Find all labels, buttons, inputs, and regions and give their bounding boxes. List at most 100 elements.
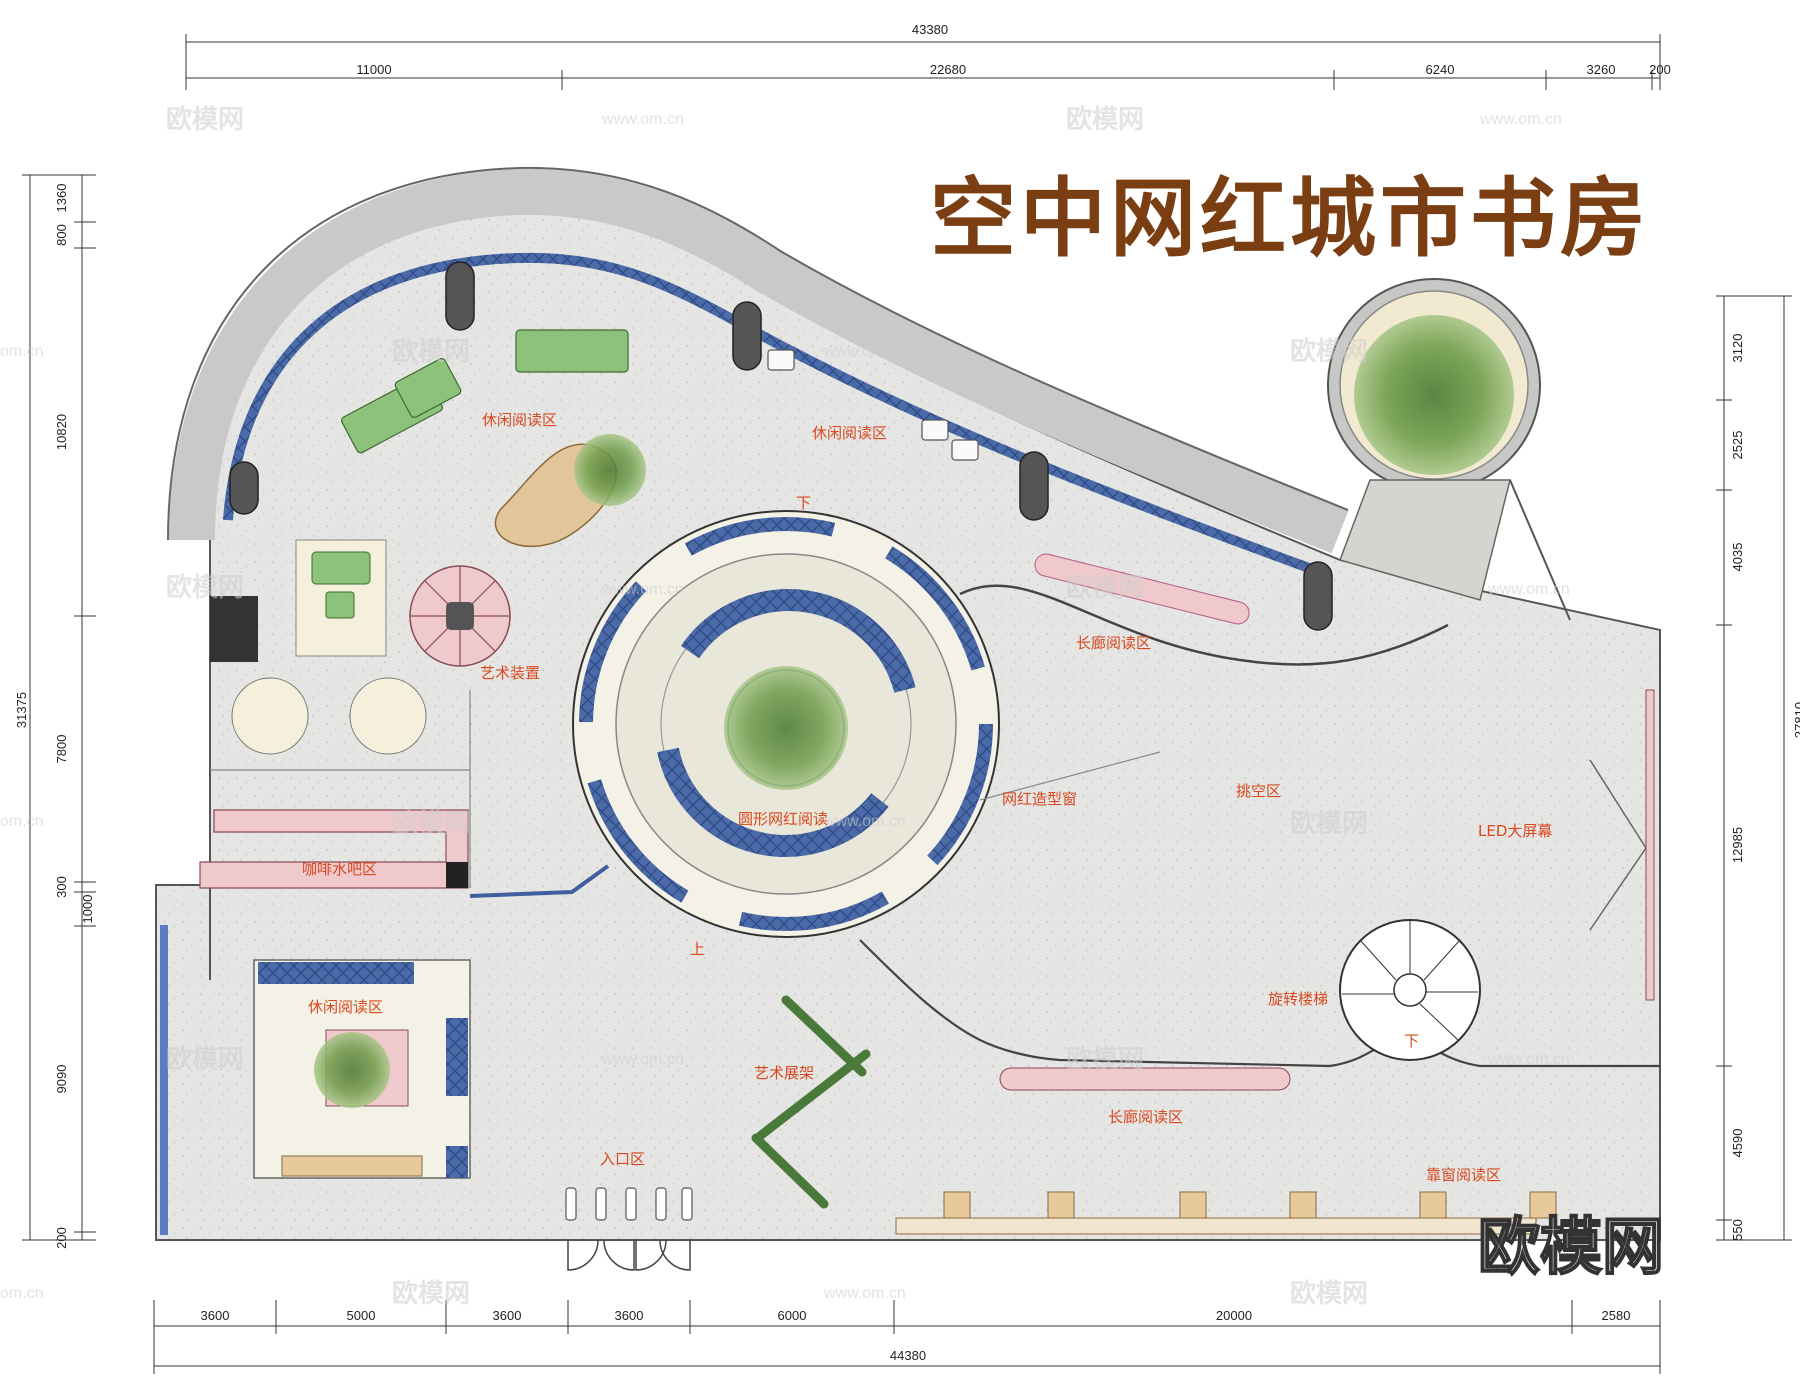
zone-art-shelf: 艺术展架 <box>754 1064 814 1082</box>
circular-bench-lower <box>657 747 889 857</box>
coffee-bar-end <box>446 862 468 888</box>
watermark-url: www.om.cn <box>601 581 684 598</box>
right-dim-3: 4035 <box>1730 543 1745 572</box>
zone-atrium: 挑空区 <box>1236 782 1281 800</box>
watermark-brand: 欧模网 <box>166 104 244 135</box>
bottom-dim-3: 3600 <box>493 1308 522 1323</box>
watermark-brand: 欧模网 <box>392 336 470 367</box>
zone-art-installation: 艺术装置 <box>480 664 540 682</box>
curved-facade-edge <box>167 166 1349 541</box>
entrance-gates <box>565 1187 693 1221</box>
art-installation-core <box>446 602 474 630</box>
zone-leisure-reading-1: 休闲阅读区 <box>482 411 557 429</box>
watermark-brand: 欧模网 <box>1066 1044 1144 1075</box>
left-total-dim: 31375 <box>14 692 29 728</box>
upper-corridor-counter <box>1034 553 1250 625</box>
watermark-brand: 欧模网 <box>1290 1278 1368 1309</box>
reading-room-tree <box>314 1032 390 1108</box>
top-dim-2: 22680 <box>930 62 966 77</box>
watermark-brand: 欧模网 <box>1066 572 1144 603</box>
zone-leisure-reading-3: 休闲阅读区 <box>308 998 383 1016</box>
entrance-doors <box>567 1239 691 1271</box>
spiral-stair-core <box>1393 973 1427 1007</box>
bottom-dim-1: 3600 <box>201 1308 230 1323</box>
zone-feature-window: 网红造型窗 <box>1002 790 1077 808</box>
column <box>1019 451 1049 521</box>
watermark-url: www.om.cn <box>823 1285 906 1302</box>
right-dimensions <box>1716 295 1792 1241</box>
zone-spiral-stair: 旋转楼梯 <box>1268 990 1328 1008</box>
planter-connector <box>1339 479 1511 601</box>
bottom-dim-5: 6000 <box>778 1308 807 1323</box>
sofa <box>311 551 371 585</box>
watermark-url: www.om.cn <box>601 1051 684 1068</box>
watermark-brand: 欧模网 <box>1066 104 1144 135</box>
reading-room-bookcases <box>258 962 468 1178</box>
spiral-stair-treads <box>1342 920 1478 1041</box>
column <box>445 261 475 331</box>
art-shelf <box>751 995 871 1209</box>
watermark-url: www.om.cn <box>1487 1051 1570 1068</box>
curved-glass-facade <box>169 168 1349 554</box>
watermark-brand: 欧模网 <box>392 808 470 839</box>
top-dim-3: 6240 <box>1426 62 1455 77</box>
right-dim-1: 3120 <box>1730 334 1745 363</box>
dark-counter <box>210 596 258 662</box>
watermark-brand: 欧模网 <box>392 1278 470 1309</box>
column <box>229 461 259 515</box>
watermark-url: www.om.cn <box>823 343 906 360</box>
planter-tree <box>1354 315 1514 475</box>
watermark-brand: 欧模网 <box>1290 336 1368 367</box>
zone-corridor-reading-2: 长廊阅读区 <box>1108 1108 1183 1126</box>
side-tree <box>574 434 646 506</box>
green-study-desks <box>341 329 629 454</box>
watermark-brand: 欧模网 <box>166 572 244 603</box>
upper-corridor-wall <box>959 584 1449 666</box>
corner-watermark-logo: 欧模网 <box>1477 1209 1665 1284</box>
bottom-dim-6: 20000 <box>1216 1308 1252 1323</box>
columns <box>229 261 1333 631</box>
round-table-2 <box>349 677 427 755</box>
coffee-bar-counter <box>199 809 469 889</box>
watermark-url: www.om.cn <box>601 111 684 128</box>
bottom-total-dim: 44380 <box>890 1348 926 1363</box>
left-dim-5: 300 <box>54 876 69 898</box>
watermark-brand: 欧模网 <box>1290 808 1368 839</box>
circular-bench-upper <box>680 589 916 693</box>
central-tree <box>724 666 848 790</box>
atrium-diagonal <box>979 751 1161 801</box>
left-blue-wall <box>160 925 168 1235</box>
bottom-dim-2: 5000 <box>347 1308 376 1323</box>
watermark-url-short: om.cn <box>0 343 44 360</box>
watermark-url-short: om.cn <box>0 1285 44 1302</box>
watermark-brand: 欧模网 <box>166 1044 244 1075</box>
window-reading-tables <box>943 1191 1557 1219</box>
blue-bridge-rail <box>469 864 610 898</box>
left-dim-7: 9090 <box>54 1065 69 1094</box>
top-dim-1: 11000 <box>356 62 391 77</box>
left-dim-1: 1360 <box>54 184 69 213</box>
marker-down-2: 下 <box>1404 1032 1419 1050</box>
left-dim-8: 200 <box>54 1227 69 1249</box>
right-dim-6: 550 <box>1730 1219 1745 1241</box>
zone-corridor-reading-1: 长廊阅读区 <box>1076 634 1151 652</box>
watermark-url: www.om.cn <box>823 813 906 830</box>
bottom-dim-7: 2580 <box>1602 1308 1631 1323</box>
bottom-dimensions <box>153 1300 1661 1374</box>
left-dim-3: 10820 <box>54 414 69 450</box>
reading-room-bench <box>281 1155 423 1177</box>
zone-leisure-reading-2: 休闲阅读区 <box>812 424 887 442</box>
column <box>1303 561 1333 631</box>
watermark-url: www.om.cn <box>1487 581 1570 598</box>
lower-corridor-counter <box>999 1067 1291 1091</box>
watermark-url-short: om.cn <box>0 813 44 830</box>
left-dim-2: 800 <box>54 224 69 246</box>
watermark-url: www.om.cn <box>1479 111 1562 128</box>
right-dim-5: 4590 <box>1730 1129 1745 1158</box>
left-dimensions <box>22 174 96 1241</box>
left-dim-4: 7800 <box>54 735 69 764</box>
top-total-dim: 43380 <box>912 22 948 37</box>
planter-wall <box>1509 479 1571 621</box>
watermarks: 欧模网 www.om.cn 欧模网 www.om.cn om.cn 欧模网 ww… <box>0 104 1570 1309</box>
